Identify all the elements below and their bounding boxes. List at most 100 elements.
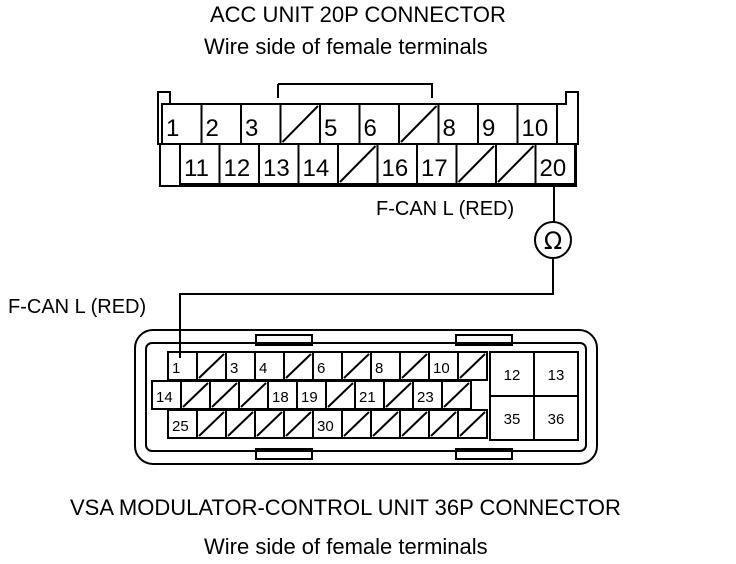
vsa-connector-subtitle: Wire side of female terminals xyxy=(204,534,488,559)
vsa-row2-cell: 21 xyxy=(354,380,385,410)
acc-row2-cell xyxy=(495,143,537,185)
unused-pin-slash xyxy=(343,411,370,437)
unused-pin-slash xyxy=(285,353,312,379)
pin-number: 4 xyxy=(259,360,267,377)
wire-label-lower: F-CAN L (RED) xyxy=(8,296,146,318)
unused-pin-slash xyxy=(443,382,470,408)
acc-row2-cell xyxy=(337,143,379,185)
vsa-row1-cell xyxy=(196,351,227,381)
vsa-block-cell: 12 xyxy=(489,351,535,397)
unused-pin-slash xyxy=(339,145,377,183)
pin-cavity xyxy=(534,143,576,185)
pin-number: 1 xyxy=(166,115,179,142)
vsa-row3-cell xyxy=(457,409,488,439)
vsa-row1-cell: 10 xyxy=(428,351,459,381)
vsa-row2-cell xyxy=(209,380,240,410)
acc-row1-cell xyxy=(398,103,440,145)
vsa-row2-cell xyxy=(180,380,211,410)
unused-pin-slash xyxy=(385,382,412,408)
unused-pin-slash xyxy=(327,382,354,408)
vsa-row3-cell: 30 xyxy=(312,409,343,439)
unused-pin-slash xyxy=(281,105,319,143)
vsa-row1-cell: 4 xyxy=(254,351,285,381)
acc-row1-cell: 5 xyxy=(319,103,361,145)
unused-pin-slash xyxy=(400,105,438,143)
acc-latch xyxy=(277,83,433,98)
pin-number: 35 xyxy=(504,411,521,428)
vsa-block-cell: 13 xyxy=(533,351,579,397)
vsa-row1-cell xyxy=(341,351,372,381)
unused-pin-slash xyxy=(497,145,535,183)
acc-row2-cell: 16 xyxy=(376,143,418,185)
vsa-top-tab-right xyxy=(455,334,513,346)
pin-number: 8 xyxy=(443,115,456,142)
unused-pin-slash xyxy=(227,411,254,437)
acc-row2-cell xyxy=(455,143,497,185)
pin-cavity xyxy=(533,395,579,441)
pin-number: 30 xyxy=(317,418,334,435)
vsa-row3-cell xyxy=(283,409,314,439)
vsa-pin-block: 12 13 35 36 xyxy=(489,351,579,441)
pin-number: 8 xyxy=(375,360,383,377)
vsa-row2-cell: 23 xyxy=(412,380,443,410)
unused-pin-slash xyxy=(430,411,457,437)
vsa-row2-cell xyxy=(441,380,472,410)
vsa-inner-housing xyxy=(145,342,587,452)
wire-meter-to-vsa xyxy=(179,258,554,358)
pin-number: 3 xyxy=(230,360,238,377)
pin-number: 6 xyxy=(317,360,325,377)
vsa-row2-cell xyxy=(325,380,356,410)
vsa-row3-cell xyxy=(254,409,285,439)
acc-row1-cell: 2 xyxy=(200,103,242,145)
vsa-row1-cell xyxy=(283,351,314,381)
wire-label-upper: F-CAN L (RED) xyxy=(376,198,514,220)
acc-row2-cell: 14 xyxy=(297,143,339,185)
unused-pin-slash xyxy=(457,145,495,183)
vsa-row1-cell xyxy=(399,351,430,381)
vsa-bottom-tab-left xyxy=(255,448,313,460)
pin-cavity xyxy=(457,409,488,439)
unused-pin-slash xyxy=(240,382,267,408)
pin-number: 36 xyxy=(548,411,565,428)
acc-connector-title: ACC UNIT 20P CONNECTOR xyxy=(210,2,506,27)
pin-number: 19 xyxy=(301,389,318,406)
unused-pin-slash xyxy=(198,411,225,437)
vsa-row3-cell xyxy=(370,409,401,439)
vsa-row1-cell: 6 xyxy=(312,351,343,381)
vsa-row2-cell: 19 xyxy=(296,380,327,410)
unused-pin-slash xyxy=(198,353,225,379)
pin-number: 1 xyxy=(172,360,180,377)
vsa-row3-cell xyxy=(428,409,459,439)
vsa-row1-cell xyxy=(457,351,488,381)
vsa-block-cell: 35 xyxy=(489,395,535,441)
pin-number: 13 xyxy=(548,367,565,384)
vsa-row3-cell xyxy=(225,409,256,439)
unused-pin-slash xyxy=(459,411,486,437)
pin-number: 12 xyxy=(224,155,251,182)
acc-row1-cell: 1 xyxy=(161,103,203,145)
wire-harness: Ω xyxy=(179,186,572,358)
unused-pin-slash xyxy=(182,382,209,408)
vsa-row1-cell: 1 xyxy=(167,351,198,381)
vsa-bottom-tab-right xyxy=(455,448,513,460)
pin-number: 25 xyxy=(172,418,189,435)
vsa-row2-cell xyxy=(238,380,269,410)
unused-pin-slash xyxy=(285,411,312,437)
pin-number: 14 xyxy=(303,155,330,182)
pin-number: 23 xyxy=(417,389,434,406)
unused-pin-slash xyxy=(459,353,486,379)
pin-number: 11 xyxy=(184,155,209,182)
unused-pin-slash xyxy=(401,411,428,437)
vsa-block-cell: 36 xyxy=(533,395,579,441)
pin-number: 13 xyxy=(263,155,290,182)
vsa-row2-cell xyxy=(383,380,414,410)
pin-number: 20 xyxy=(540,155,567,182)
vsa-outer-housing xyxy=(134,329,598,465)
pin-number: 2 xyxy=(206,115,219,142)
pin-number: 5 xyxy=(324,115,337,142)
vsa-row1-cell: 3 xyxy=(225,351,256,381)
